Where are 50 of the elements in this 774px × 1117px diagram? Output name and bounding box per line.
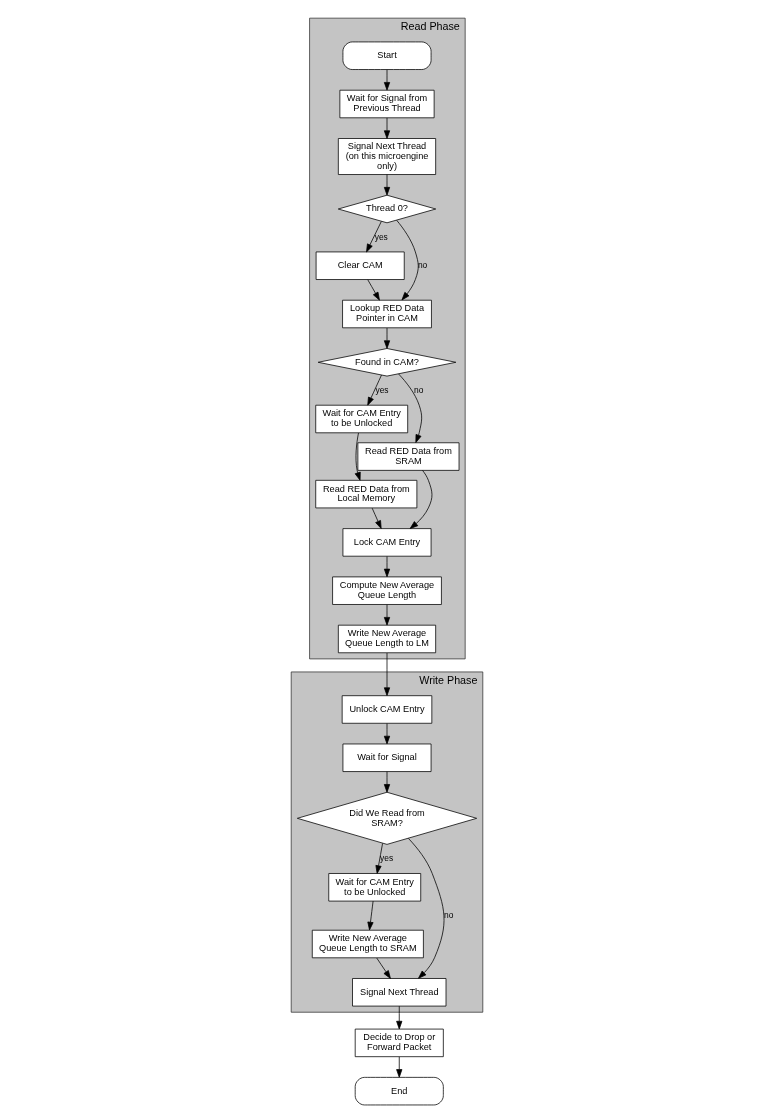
arrow: [375, 843, 383, 874]
node-box: Read RED Data from Local Memory: [315, 479, 418, 509]
node-box: Compute New Average Queue Length: [332, 576, 442, 605]
arrow: [396, 1056, 403, 1078]
node-diamond: Found in CAM?: [317, 348, 457, 377]
node-box: Wait for Signal from Previous Thread: [339, 89, 435, 119]
arrow: [371, 507, 382, 529]
arrow: [383, 327, 391, 349]
edge-label: yes: [380, 853, 394, 864]
node-box: Write New Average Queue Length to SRAM: [311, 929, 424, 959]
node-diamond: Thread 0?: [337, 194, 437, 224]
edge-label: yes: [375, 384, 389, 395]
node-box: Unlock CAM Entry: [341, 695, 433, 724]
node-box: Signal Next Thread (on this microengine only): [337, 138, 437, 175]
arrow: [383, 723, 391, 745]
edge-label: yes: [374, 231, 388, 242]
edge-label: no: [414, 384, 424, 395]
node-box: Wait for CAM Entry to be Unlocked: [315, 404, 409, 434]
arrow: [383, 556, 391, 578]
arrow: [398, 373, 423, 443]
node-box: Write New Average Queue Length to LM: [337, 624, 437, 654]
edge-label: no: [417, 259, 428, 270]
node-box: Signal Next Thread: [352, 978, 447, 1007]
arrow: [383, 604, 391, 626]
arrow: [408, 838, 445, 979]
node-box: End: [354, 1077, 444, 1106]
arrow: [396, 219, 419, 301]
edge-label: no: [444, 909, 454, 920]
node-box: Lookup RED Data Pointer in CAM: [342, 299, 432, 329]
arrow: [354, 432, 361, 481]
arrow: [367, 374, 382, 406]
node-box: Read RED Data from SRAM: [357, 442, 460, 471]
node-box: Start: [342, 41, 432, 70]
arrow: [367, 279, 380, 301]
node-box: Lock CAM Entry: [342, 528, 432, 557]
arrow: [383, 771, 391, 793]
arrow: [383, 174, 391, 196]
arrow: [383, 117, 391, 139]
arrow: [409, 470, 433, 529]
arrow: [366, 221, 382, 253]
arrow: [383, 652, 391, 696]
node-diamond: Did We Read from SRAM?: [296, 791, 478, 845]
node-box: Decide to Drop or Forward Packet: [354, 1028, 444, 1058]
node-box: Wait for Signal: [342, 743, 432, 772]
arrow: [383, 69, 391, 91]
arrow: [376, 957, 391, 979]
node-box: Clear CAM: [315, 251, 405, 280]
arrow: [396, 1005, 403, 1030]
arrow: [367, 900, 374, 931]
node-box: Wait for CAM Entry to be Unlocked: [328, 873, 422, 902]
